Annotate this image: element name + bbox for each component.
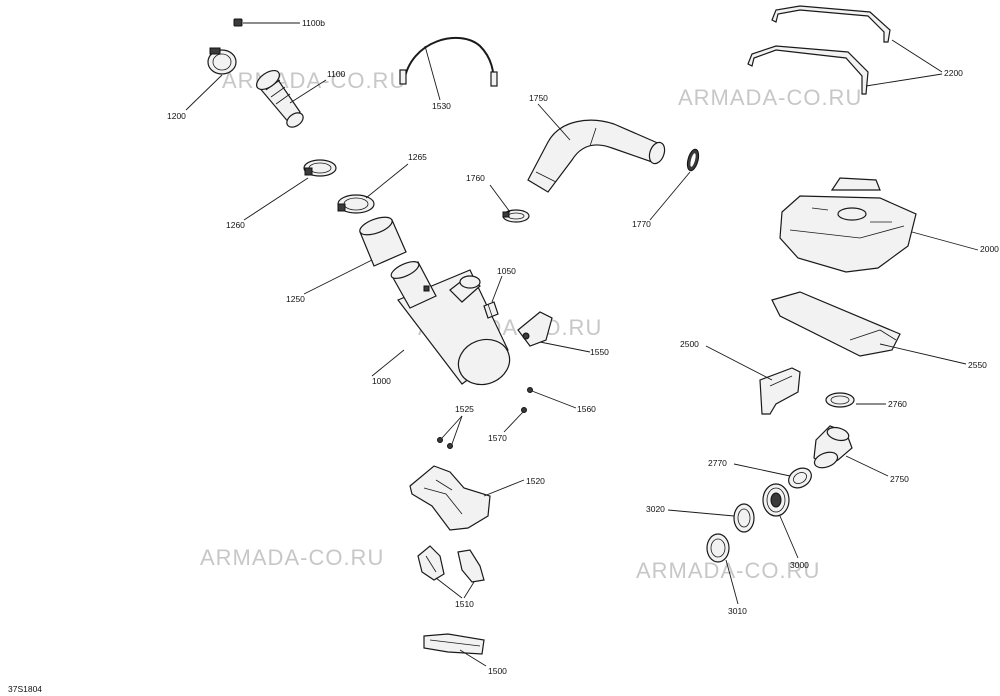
part-1200-clamp bbox=[207, 47, 237, 75]
part-1760-clamp bbox=[502, 209, 530, 223]
label-3010: 3010 bbox=[728, 606, 747, 616]
part-1510-brackets bbox=[417, 545, 485, 583]
label-1200: 1200 bbox=[167, 111, 186, 121]
label-3020: 3020 bbox=[646, 504, 665, 514]
label-2500: 2500 bbox=[680, 339, 699, 349]
part-2000-muffler bbox=[779, 177, 917, 273]
label-1500: 1500 bbox=[488, 666, 507, 676]
label-1530: 1530 bbox=[432, 101, 451, 111]
part-3000-coupler bbox=[762, 483, 790, 517]
part-2200-brackets bbox=[747, 5, 891, 95]
part-1520-heat-shield bbox=[409, 465, 491, 531]
part-2500-bracket bbox=[759, 367, 801, 415]
part-2750-elbow bbox=[813, 425, 853, 469]
part-1560-nut bbox=[527, 387, 533, 393]
part-1260-clamp bbox=[303, 159, 337, 177]
part-3010-gasket bbox=[706, 533, 730, 563]
part-2550-plate bbox=[771, 291, 901, 357]
label-1760: 1760 bbox=[466, 173, 485, 183]
label-2770: 2770 bbox=[708, 458, 727, 468]
part-1500-strip bbox=[423, 633, 485, 655]
part-1250-sleeve bbox=[359, 216, 407, 267]
part-3020-gasket bbox=[733, 503, 755, 533]
label-2760: 2760 bbox=[888, 399, 907, 409]
part-1100b-nut bbox=[233, 18, 243, 27]
part-1570-nut bbox=[521, 407, 527, 413]
label-1250: 1250 bbox=[286, 294, 305, 304]
part-1550-bracket bbox=[517, 311, 553, 347]
label-1550: 1550 bbox=[590, 347, 609, 357]
watermark: ARMADA-CO.RU bbox=[222, 68, 406, 93]
part-1100-flex-pipe bbox=[256, 69, 304, 128]
label-1510: 1510 bbox=[455, 599, 474, 609]
part-1050-sensor bbox=[483, 301, 499, 319]
part-2770-gasket bbox=[788, 467, 812, 489]
label-2750: 2750 bbox=[890, 474, 909, 484]
label-1750: 1750 bbox=[529, 93, 548, 103]
label-2200: 2200 bbox=[944, 68, 963, 78]
part-1770-gasket bbox=[686, 148, 700, 172]
part-1530-strap bbox=[399, 36, 498, 87]
watermark: ARMADA-CO.RU bbox=[678, 85, 862, 110]
part-1000-silencer bbox=[390, 261, 511, 386]
diagram-code: 37S1804 bbox=[8, 684, 42, 694]
label-1000: 1000 bbox=[372, 376, 391, 386]
watermark: ARMADA-CO.RU bbox=[636, 558, 820, 583]
label-1100: 1100 bbox=[327, 69, 346, 79]
label-1570: 1570 bbox=[488, 433, 507, 443]
part-1525-bolts bbox=[437, 437, 453, 449]
part-1265-clamp bbox=[337, 194, 375, 214]
label-1050: 1050 bbox=[497, 266, 516, 276]
label-3000: 3000 bbox=[790, 560, 809, 570]
part-1750-bent-pipe bbox=[527, 119, 666, 193]
label-1525: 1525 bbox=[455, 404, 474, 414]
label-1770: 1770 bbox=[632, 219, 651, 229]
label-2000: 2000 bbox=[980, 244, 999, 254]
label-1560: 1560 bbox=[577, 404, 596, 414]
watermark: ARMADA-CO.RU bbox=[200, 545, 384, 570]
label-1265: 1265 bbox=[408, 152, 427, 162]
label-2550: 2550 bbox=[968, 360, 987, 370]
label-1260: 1260 bbox=[226, 220, 245, 230]
label-1520: 1520 bbox=[526, 476, 545, 486]
part-2760-gasket bbox=[825, 392, 855, 408]
label-1100b: 1100b bbox=[302, 18, 325, 28]
